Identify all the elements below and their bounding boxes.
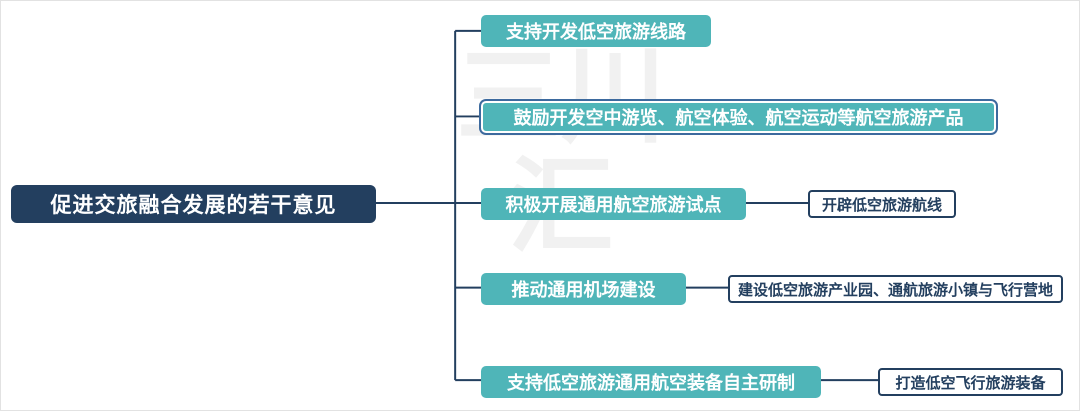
branch-node-4[interactable]: 推动通用机场建设: [481, 273, 686, 305]
child-node-5[interactable]: 打造低空飞行旅游装备: [878, 368, 1063, 396]
branch-node-1[interactable]: 支持开发低空旅游线路: [481, 15, 711, 47]
root-node[interactable]: 促进交旅融合发展的若干意见: [11, 185, 376, 223]
branch-node-2-selected[interactable]: 鼓励开发空中游览、航空体验、航空运动等航空旅游产品: [481, 101, 996, 133]
branch-node-5[interactable]: 支持低空旅游通用航空装备自主研制: [481, 366, 821, 398]
child-node-3[interactable]: 开辟低空旅游航线: [808, 190, 956, 218]
branch-node-3[interactable]: 积极开展通用航空旅游试点: [481, 188, 746, 220]
child-node-4[interactable]: 建设低空旅游产业园、通航旅游小镇与飞行营地: [728, 275, 1063, 303]
